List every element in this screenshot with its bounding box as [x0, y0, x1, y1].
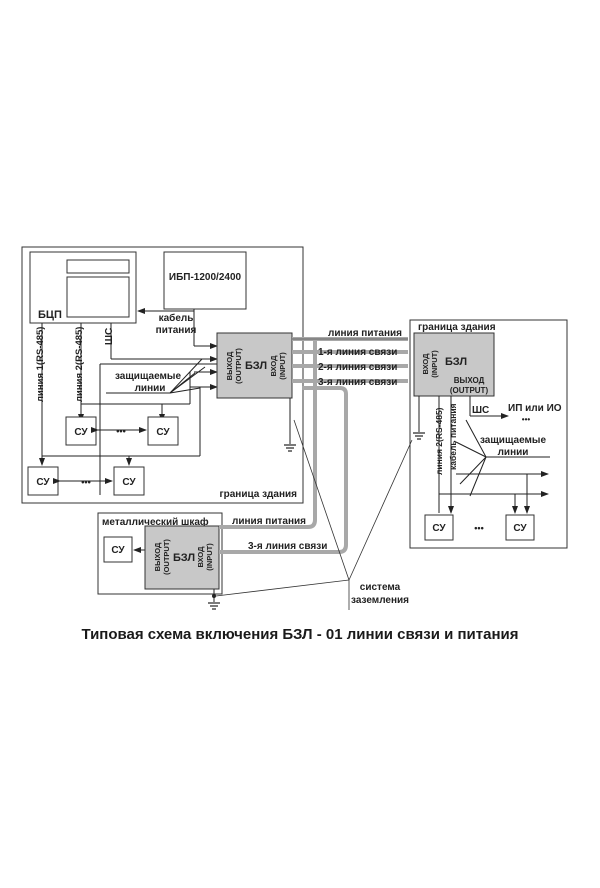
left-bzl-unit: ВЫХОД (OUTPUT) БЗЛ ВХОД (INPUT) — [216, 332, 293, 399]
svg-text:ВЫХОД: ВЫХОД — [454, 376, 485, 385]
svg-text:СУ: СУ — [156, 427, 170, 438]
ups-unit: ИБП-1200/2400 — [163, 251, 247, 310]
right-building-label: граница здания — [418, 322, 496, 333]
svg-text:СУ: СУ — [74, 427, 88, 438]
link-comm1-label: 1-я линия связи — [318, 347, 397, 358]
svg-text:(INPUT): (INPUT) — [205, 543, 214, 571]
power-cable-label-2: питания — [156, 325, 197, 336]
svg-text:СУ: СУ — [122, 477, 136, 488]
svg-text:БЗЛ: БЗЛ — [445, 356, 467, 368]
line2-label: линия 2(RS-485) — [74, 327, 85, 402]
su-box: СУ — [147, 416, 179, 446]
svg-text:СУ: СУ — [513, 523, 527, 534]
diagram-caption: Типовая схема включения БЗЛ - 01 линии с… — [81, 626, 519, 643]
svg-text:(OUTPUT): (OUTPUT) — [162, 539, 171, 575]
su-box: СУ — [113, 466, 145, 496]
svg-text:(INPUT): (INPUT) — [430, 350, 439, 378]
svg-text:(OUTPUT): (OUTPUT) — [450, 386, 489, 395]
right-power-cable-label: кабель питания — [448, 403, 458, 470]
su-box: СУ — [424, 514, 454, 541]
svg-text:БЗЛ: БЗЛ — [245, 360, 267, 372]
right-shs-label: ШС — [472, 405, 489, 416]
left-building-boundary — [21, 246, 304, 504]
svg-text:СУ: СУ — [36, 477, 50, 488]
svg-text:ВХОД: ВХОД — [421, 353, 430, 375]
left-shs-label: ШС — [104, 328, 115, 345]
right-bzl-unit: ВХОД (INPUT) БЗЛ ВЫХОД (OUTPUT) — [413, 332, 495, 397]
cabinet-label: металлический шкаф — [102, 516, 209, 528]
su-box: СУ — [103, 536, 133, 563]
ip-io-label: ИП или ИО — [508, 403, 562, 414]
power-cable-label: кабель — [159, 312, 194, 324]
grounding-label-2: заземления — [351, 595, 409, 606]
link-comm2-label: 2-я линия связи — [318, 362, 397, 373]
svg-text:СУ: СУ — [111, 545, 125, 556]
line1-label: линия 1(RS-485) — [35, 327, 46, 402]
svg-text:БЗЛ: БЗЛ — [173, 552, 195, 564]
ellipsis: ••• — [116, 426, 125, 436]
ellipsis: ••• — [522, 415, 531, 424]
right-protected-lines-label: защищаемые — [480, 435, 546, 446]
right-line2-label: линия 2(RS-485) — [434, 407, 444, 475]
left-building-label: граница здания — [219, 489, 297, 500]
su-box: СУ — [65, 416, 97, 446]
svg-text:ВХОД: ВХОД — [269, 355, 278, 377]
left-protected-lines-label-2: линии — [135, 383, 166, 394]
grounding-label: система — [360, 582, 401, 593]
ellipsis: ••• — [474, 523, 483, 533]
svg-text:(OUTPUT): (OUTPUT) — [234, 348, 243, 384]
svg-text:СУ: СУ — [432, 523, 446, 534]
right-building-boundary — [409, 319, 568, 549]
svg-text:(INPUT): (INPUT) — [278, 352, 287, 380]
right-protected-lines-label-2: линии — [498, 447, 529, 458]
link-comm3-label: 3-я линия связи — [318, 377, 397, 388]
bcp-unit: БЦП — [29, 251, 137, 324]
bcp-label: БЦП — [38, 309, 62, 321]
cabinet-bzl-unit: ВЫХОД (OUTPUT) БЗЛ ВХОД (INPUT) — [144, 525, 220, 590]
ups-label: ИБП-1200/2400 — [169, 272, 242, 283]
grounding-lines — [215, 419, 413, 610]
cabinet-comm3-label: 3-я линия связи — [248, 541, 327, 552]
svg-text:ВЫХОД: ВЫХОД — [225, 351, 234, 380]
ellipsis: ••• — [81, 477, 90, 487]
left-protected-lines-label: защищаемые — [115, 371, 181, 382]
cabinet-power-label: линия питания — [232, 516, 306, 527]
svg-text:ВЫХОД: ВЫХОД — [153, 542, 162, 571]
svg-text:ВХОД: ВХОД — [196, 546, 205, 568]
su-box: СУ — [505, 514, 535, 541]
su-box: СУ — [27, 466, 59, 496]
link-power-label: линия питания — [328, 328, 402, 339]
